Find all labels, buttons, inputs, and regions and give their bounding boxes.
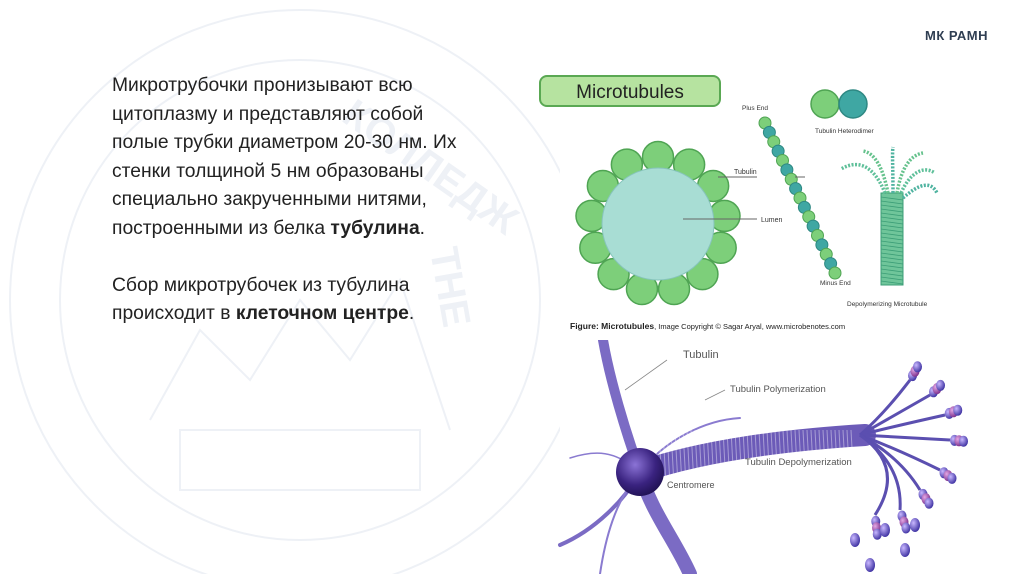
- alpha-tubulin-bead: [811, 90, 839, 118]
- depolymerizing-microtubule: [841, 147, 937, 285]
- depolymerizing-label: Depolymerizing Microtubule: [847, 301, 928, 308]
- brand-label: МК РАМН: [925, 28, 988, 43]
- polymerization-label: Tubulin Polymerization: [730, 384, 826, 395]
- figure-title: Microtubules: [576, 82, 684, 103]
- term-tubulin: тубулина: [330, 218, 419, 239]
- paragraph-microtubules: Микротрубочки пронизывают всю цитоплазму…: [112, 72, 457, 243]
- beta-tubulin-bead: [839, 90, 867, 118]
- minus-end-label: Minus End: [820, 280, 851, 287]
- tubulin-label-2: Tubulin: [683, 349, 719, 361]
- tubulin-chain: [759, 117, 841, 279]
- paragraph-assembly: Сбор микротрубочек из тубулина происходи…: [112, 272, 457, 329]
- term-cell-center: клеточном центре: [236, 303, 409, 324]
- tubulin-polymerization-figure: Tubulin Tubulin Polymerization Tubulin D…: [555, 340, 975, 574]
- tubulin-label: Tubulin: [734, 169, 757, 176]
- microtubule-cross-section: [576, 142, 740, 305]
- centromere-sphere: [616, 448, 664, 496]
- lumen-core: [602, 168, 714, 280]
- tubulin-strands: [850, 361, 968, 572]
- paragraph-1-text: Микротрубочки пронизывают всю цитоплазму…: [112, 75, 457, 239]
- plus-end-label: Plus End: [742, 105, 768, 112]
- chain-bead: [829, 267, 841, 279]
- heterodimer-label: Tubulin Heterodimer: [815, 128, 874, 135]
- lumen-label: Lumen: [761, 217, 783, 224]
- figure-caption: Figure: Microtubules, Image Copyright © …: [570, 321, 845, 331]
- microtubules-figure: Microtubules Lumen Tubulin Plus End Minu…: [535, 73, 975, 335]
- centromere-label: Centromere: [667, 480, 715, 490]
- depolymerization-label: Tubulin Depolymerization: [745, 457, 852, 468]
- body-text: Микротрубочки пронизывают всю цитоплазму…: [112, 72, 457, 329]
